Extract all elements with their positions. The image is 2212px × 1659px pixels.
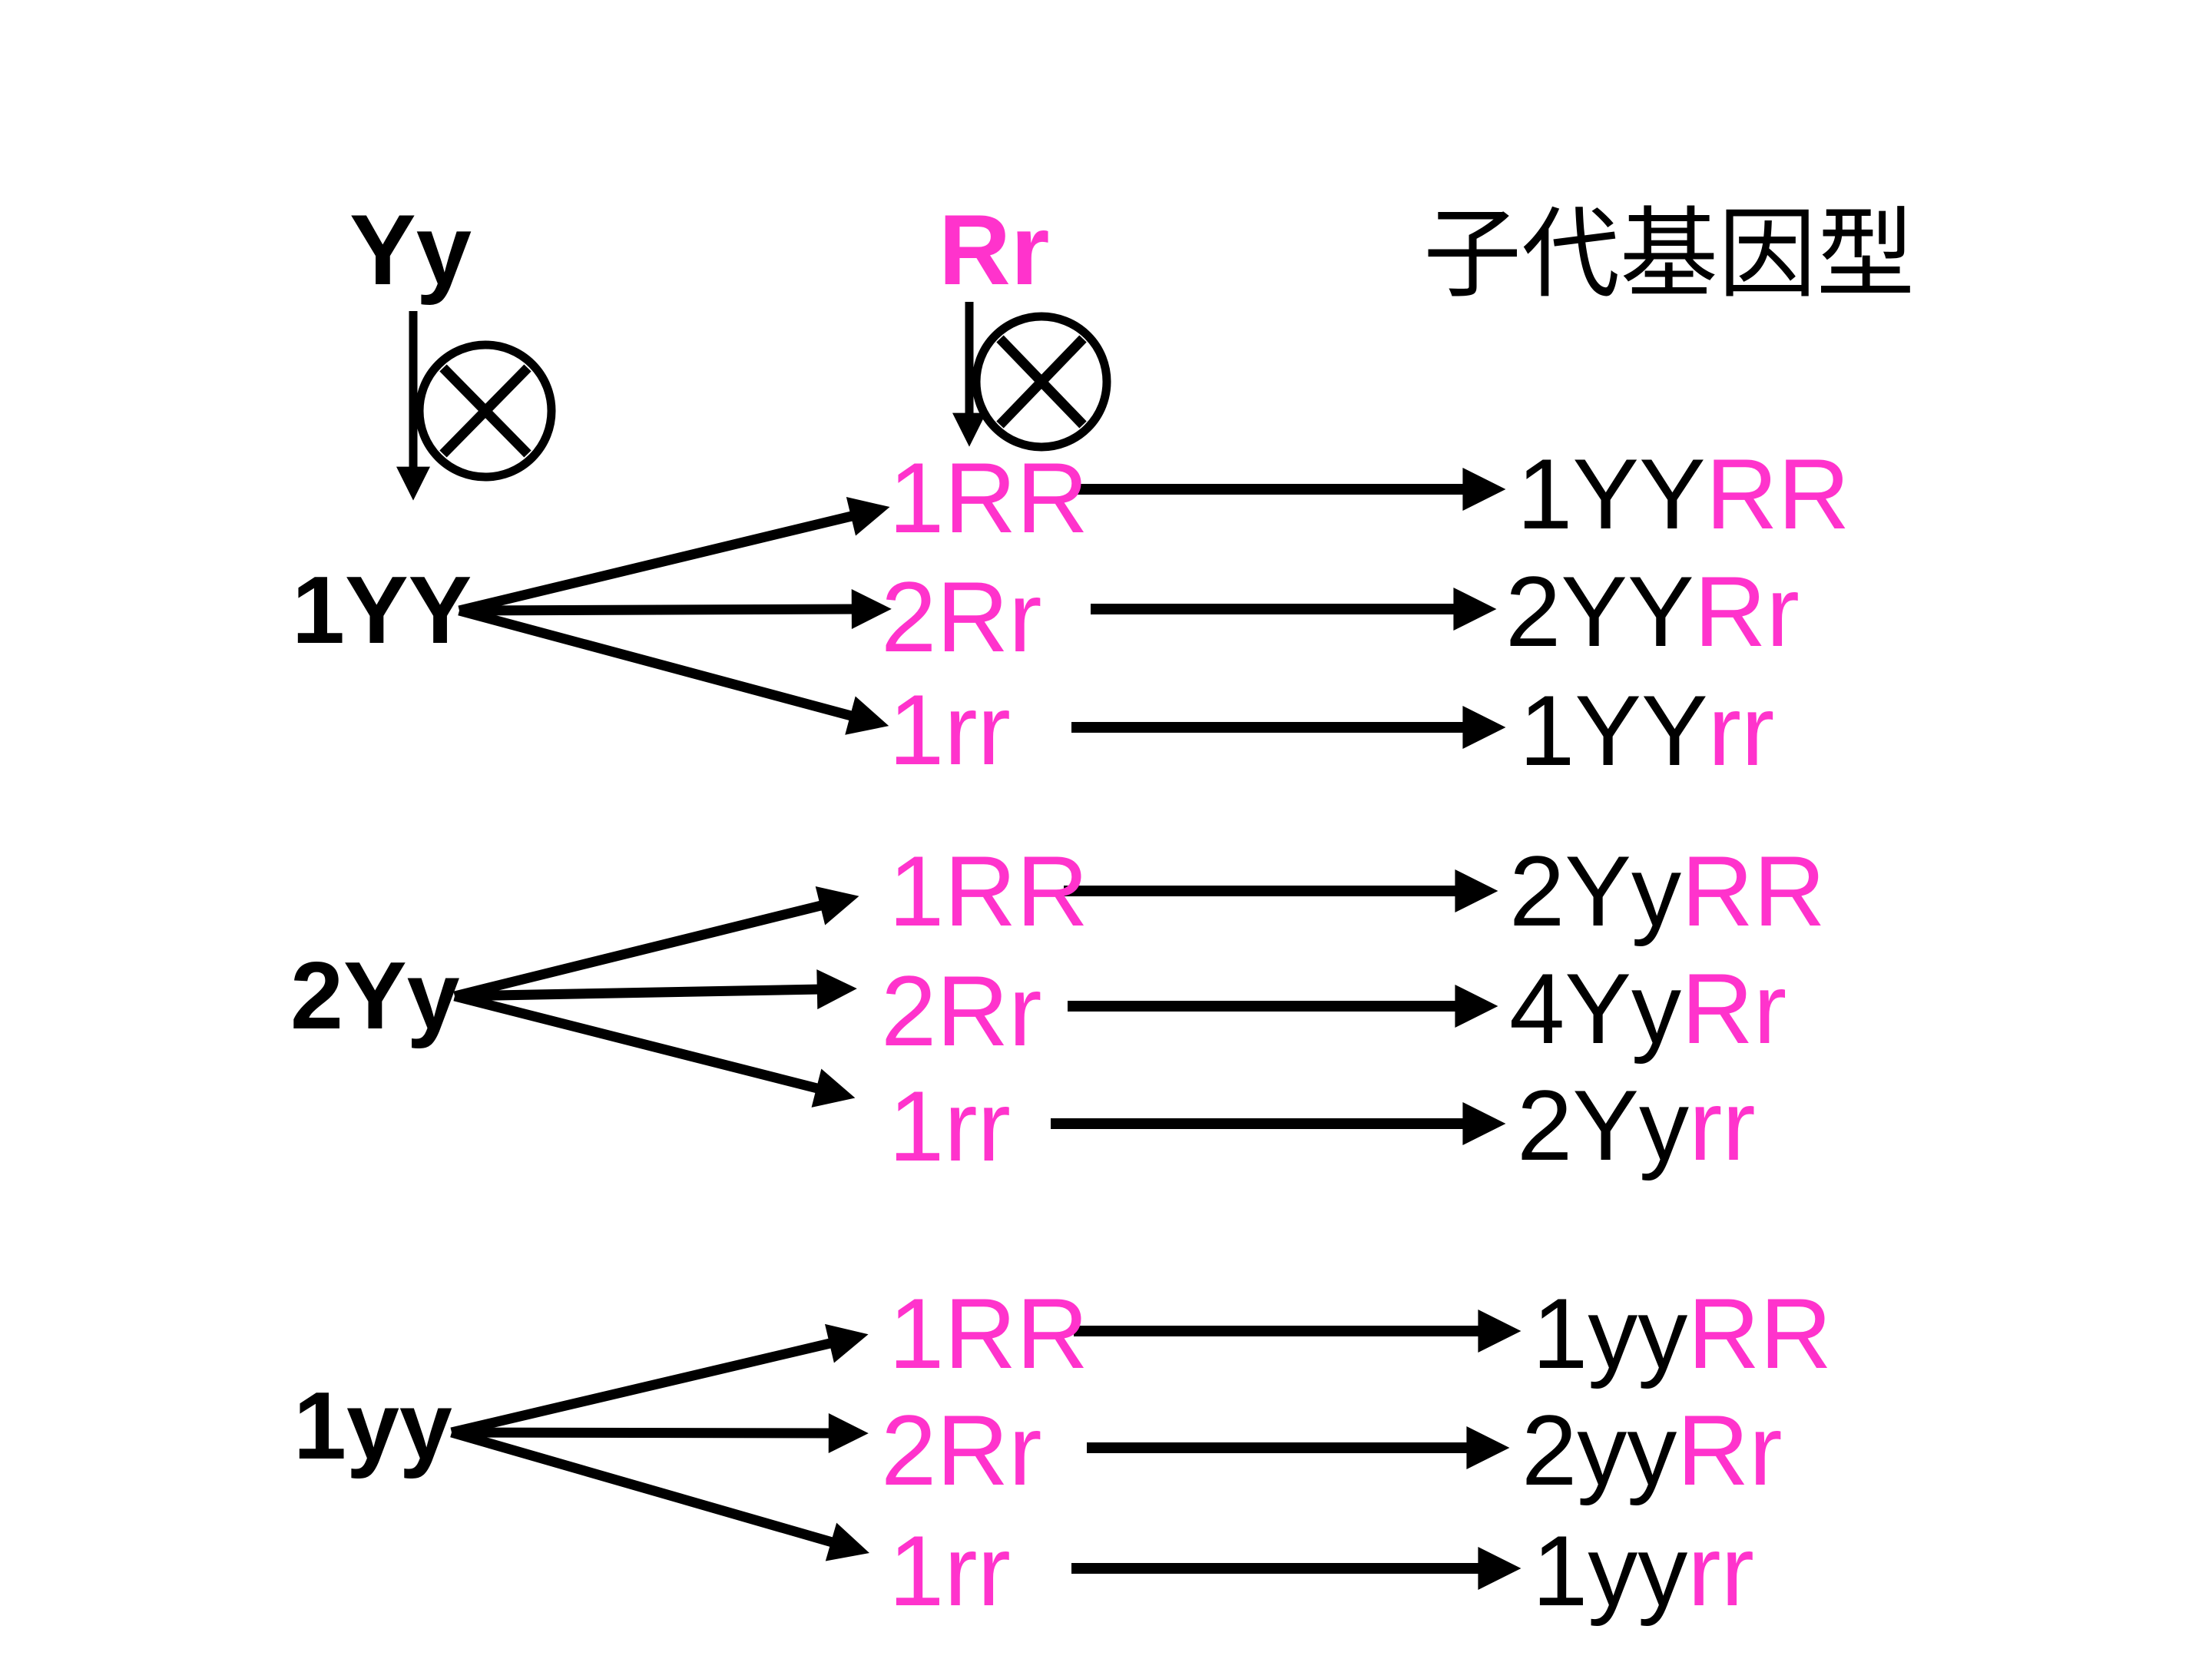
group-3-gamete-2: 2Rr — [881, 1394, 1042, 1506]
group-2-offspring-2: 4YyRr — [1509, 959, 1786, 1058]
offspring-r-part: rr — [1707, 674, 1775, 786]
group-3-offspring-3: 1yyrr — [1532, 1521, 1754, 1621]
offspring-y-part: 2yy — [1522, 1394, 1677, 1506]
group-2-gamete-3: 1rr — [889, 1070, 1011, 1182]
group-1-gamete-3: 1rr — [889, 674, 1011, 786]
group-3-gamete-3: 1rr — [889, 1515, 1011, 1627]
parent2-self-cross-icon — [952, 302, 1111, 452]
offspring-y-part: 2Yy — [1509, 835, 1682, 947]
offspring-y-part: 1yy — [1532, 1515, 1688, 1627]
group-2-gamete-1: 1RR — [889, 835, 1089, 947]
offspring-genotype-title: 子代基因型 — [1423, 200, 1916, 310]
offspring-r-part: Rr — [1694, 555, 1800, 667]
parent1-genotype: Yy — [349, 194, 472, 306]
group-1-label: 1YY — [292, 558, 472, 664]
group-2-offspring-1: 2YyRR — [1509, 841, 1826, 941]
group-2-gamete-2: 2Rr — [881, 955, 1042, 1067]
group-2-label: 2Yy — [290, 943, 460, 1049]
parent2-genotype: Rr — [939, 194, 1050, 306]
group-1-gamete-2: 2Rr — [881, 561, 1042, 673]
fan-arrows-group-3 — [450, 1323, 869, 1561]
parent1-self-cross-icon — [396, 311, 556, 501]
offspring-r-part: RR — [1705, 438, 1850, 550]
group-1-gamete-1: 1RR — [889, 442, 1089, 554]
group-3-gamete-1: 1RR — [889, 1277, 1089, 1389]
fan-arrows-group-1 — [458, 496, 892, 735]
offspring-r-part: RR — [1681, 835, 1826, 947]
fan-arrows-group-2 — [453, 886, 859, 1108]
offspring-y-part: 2Yy — [1517, 1069, 1690, 1181]
offspring-y-part: 1YY — [1517, 438, 1706, 550]
group-3-label: 1yy — [293, 1373, 452, 1479]
offspring-r-part: rr — [1689, 1069, 1756, 1181]
connector-arrows-group-1 — [1071, 468, 1506, 749]
offspring-y-part: 4Yy — [1509, 952, 1682, 1065]
offspring-r-part: RR — [1687, 1277, 1833, 1389]
offspring-r-part: rr — [1687, 1515, 1754, 1627]
group-2-offspring-3: 2Yyrr — [1517, 1075, 1756, 1175]
connector-arrows-group-3 — [1071, 1310, 1522, 1590]
offspring-r-part: Rr — [1677, 1394, 1783, 1506]
connector-arrows-group-2 — [1051, 869, 1506, 1145]
group-1-offspring-3: 1YYrr — [1519, 680, 1774, 780]
group-3-offspring-1: 1yyRR — [1532, 1283, 1832, 1383]
group-1-offspring-2: 2YYRr — [1505, 561, 1800, 661]
offspring-r-part: Rr — [1681, 952, 1787, 1065]
offspring-y-part: 2YY — [1505, 555, 1694, 667]
group-1-offspring-1: 1YYRR — [1517, 444, 1849, 544]
group-3-offspring-2: 2yyRr — [1522, 1400, 1783, 1500]
offspring-y-part: 1YY — [1519, 674, 1708, 786]
offspring-y-part: 1yy — [1532, 1277, 1688, 1389]
